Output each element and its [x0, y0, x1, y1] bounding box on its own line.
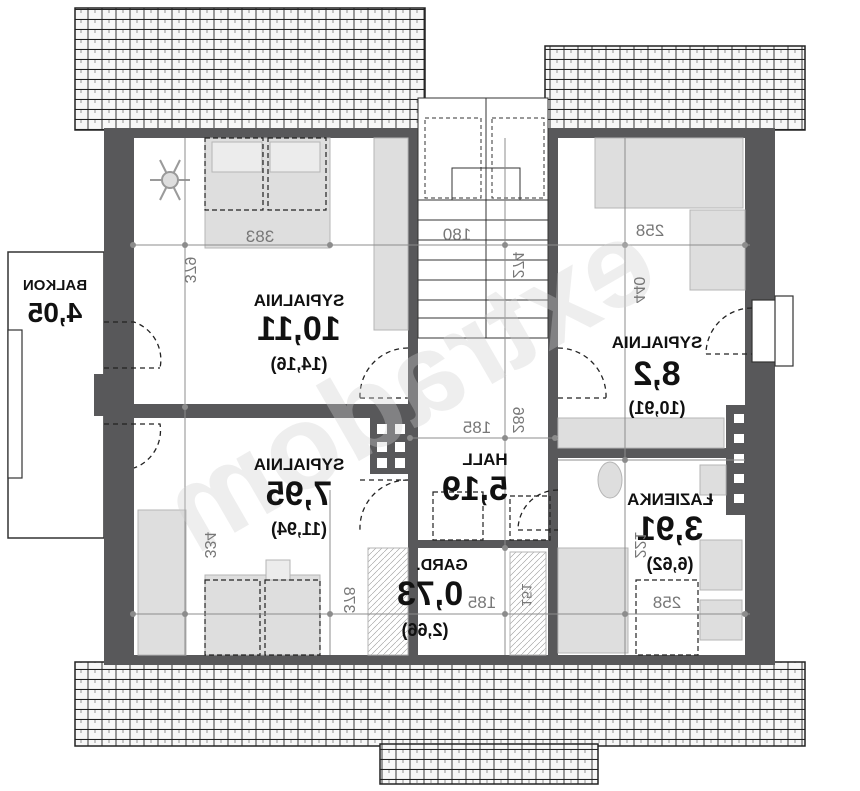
room-area: 4,05	[28, 297, 83, 328]
dim-258-top: 258	[636, 221, 664, 240]
dim-440: 440	[630, 277, 647, 304]
room-area-total: (14,16)	[270, 354, 327, 374]
dim-185-hall: 185	[463, 418, 491, 437]
room-area-total: (10,91)	[628, 398, 685, 418]
room-area: 3,91	[637, 510, 703, 548]
room-name: SYPIALNIA	[254, 291, 345, 310]
room-area-total: (11,94)	[271, 519, 327, 539]
roof-top-left	[74, 7, 426, 131]
room-area: 7,95	[266, 475, 332, 513]
roof-bottom	[74, 661, 806, 785]
room-bathroom: ŁAZIENKA 3,91 (6,62)	[627, 490, 713, 574]
room-area: 8,2	[633, 355, 680, 393]
plant-icon	[150, 159, 190, 201]
dim-286: 286	[509, 407, 526, 434]
vent-openings	[377, 414, 744, 503]
roof-top-right	[544, 45, 806, 131]
room-balcony: BALKON 4,05	[23, 277, 87, 328]
dim-151: 151	[519, 583, 535, 607]
room-wardrobe: GARD. 0,73 (2,66)	[397, 557, 468, 640]
grid-ticks	[130, 242, 748, 617]
room-area-total: (6,62)	[646, 554, 693, 574]
room-name: ŁAZIENKA	[627, 490, 713, 509]
room-name: SYPIALNIA	[254, 455, 345, 474]
walls	[94, 128, 775, 665]
staircase	[417, 97, 549, 339]
room-bedroom-sw: SYPIALNIA 7,95 (11,94)	[254, 455, 345, 539]
dim-258-bottom: 258	[653, 593, 681, 612]
dim-378: 378	[340, 587, 357, 614]
dim-221: 221	[631, 532, 648, 559]
furniture	[137, 137, 746, 656]
room-bedroom-ne: SYPIALNIA 8,2 (10,91)	[612, 333, 703, 418]
door-swings	[104, 307, 753, 531]
room-name: HALL	[462, 450, 507, 469]
window-east	[751, 295, 794, 367]
room-name: BALKON	[23, 277, 87, 294]
room-bedroom-nw: SYPIALNIA 10,11 (14,16)	[254, 291, 345, 374]
grid-lines	[133, 138, 750, 655]
room-area: 10,11	[257, 310, 340, 348]
room-name: SYPIALNIA	[612, 333, 703, 352]
dim-383: 383	[246, 227, 274, 246]
room-area: 5,19	[442, 470, 508, 508]
room-area-total: (2,66)	[401, 620, 448, 640]
balcony	[7, 251, 105, 539]
room-area: 0,73	[397, 575, 463, 613]
dim-180: 180	[443, 225, 471, 244]
room-hall: HALL 5,19	[442, 450, 508, 508]
furniture-outlines	[204, 137, 699, 656]
dim-379: 379	[181, 257, 198, 284]
dimension-labels: 383 379 180 274 258 440 185 286 334 378 …	[181, 221, 681, 613]
dim-274: 274	[509, 252, 526, 279]
room-name: GARD.	[416, 557, 468, 574]
dim-334: 334	[201, 532, 218, 559]
dim-185-gard: 185	[468, 593, 496, 612]
